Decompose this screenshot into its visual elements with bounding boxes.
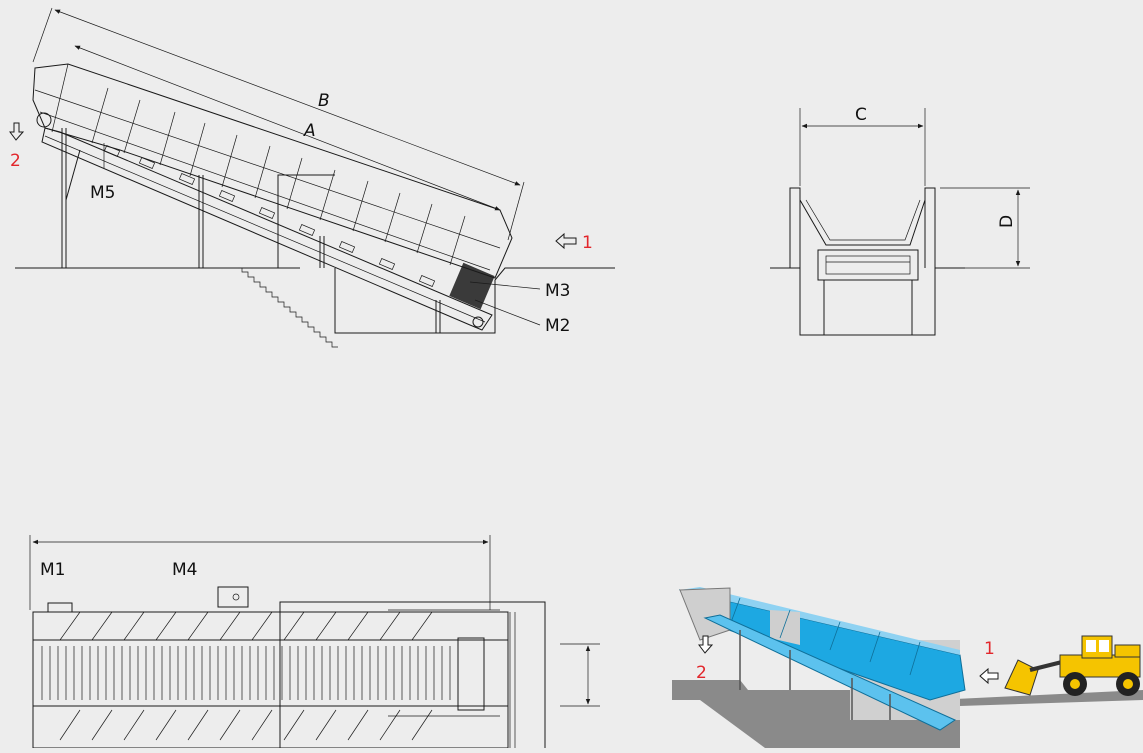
head-pulley bbox=[36, 112, 52, 128]
discharge-arrow-icon bbox=[9, 122, 25, 141]
render-view: 1 2 bbox=[672, 587, 1143, 748]
render-discharge-arrow-icon bbox=[698, 635, 714, 654]
feed-arrow-icon bbox=[555, 232, 577, 250]
belt-slats bbox=[41, 646, 451, 700]
belt-render bbox=[703, 614, 957, 731]
motor-m4-icon bbox=[217, 586, 249, 608]
pit-floor bbox=[334, 268, 496, 334]
dimension-line-b bbox=[54, 9, 521, 186]
dimension-line-a bbox=[74, 45, 501, 211]
end-view: C D bbox=[770, 105, 1030, 336]
motor-label-m4: M4 bbox=[172, 560, 197, 580]
hopper-section bbox=[799, 199, 926, 246]
wheel-loader bbox=[1004, 635, 1141, 696]
tail-drive-unit bbox=[449, 262, 495, 310]
ground-line-right bbox=[494, 267, 615, 281]
motor-label-m2: M2 bbox=[545, 316, 570, 336]
motor-m1-icon bbox=[47, 602, 73, 613]
feed-number: 1 bbox=[582, 233, 593, 253]
render-feed-number: 1 bbox=[984, 639, 995, 659]
tail-drum bbox=[457, 637, 485, 711]
motor-label-m3: M3 bbox=[545, 281, 570, 301]
render-discharge-number: 2 bbox=[696, 663, 707, 683]
side-view: B A 1 2 M5 M3 M2 bbox=[9, 7, 615, 348]
dimension-label-c: C bbox=[855, 105, 867, 125]
discharge-number: 2 bbox=[10, 151, 21, 171]
dimension-label-d: D bbox=[997, 215, 1017, 228]
hopper-plan bbox=[32, 611, 509, 749]
pit-section bbox=[789, 187, 936, 336]
belt-section bbox=[817, 249, 919, 281]
dimension-label-b: B bbox=[318, 91, 330, 111]
motor-label-m1: M1 bbox=[40, 560, 65, 580]
render-feed-arrow-icon bbox=[979, 667, 999, 685]
ground-render bbox=[672, 680, 935, 748]
dimension-label-a: A bbox=[303, 121, 316, 141]
motor-label-m5: M5 bbox=[90, 183, 115, 203]
top-view: M1 M4 bbox=[29, 535, 600, 749]
stairs bbox=[238, 267, 338, 348]
pit-plan bbox=[279, 601, 546, 748]
tail-pulley bbox=[472, 316, 484, 328]
